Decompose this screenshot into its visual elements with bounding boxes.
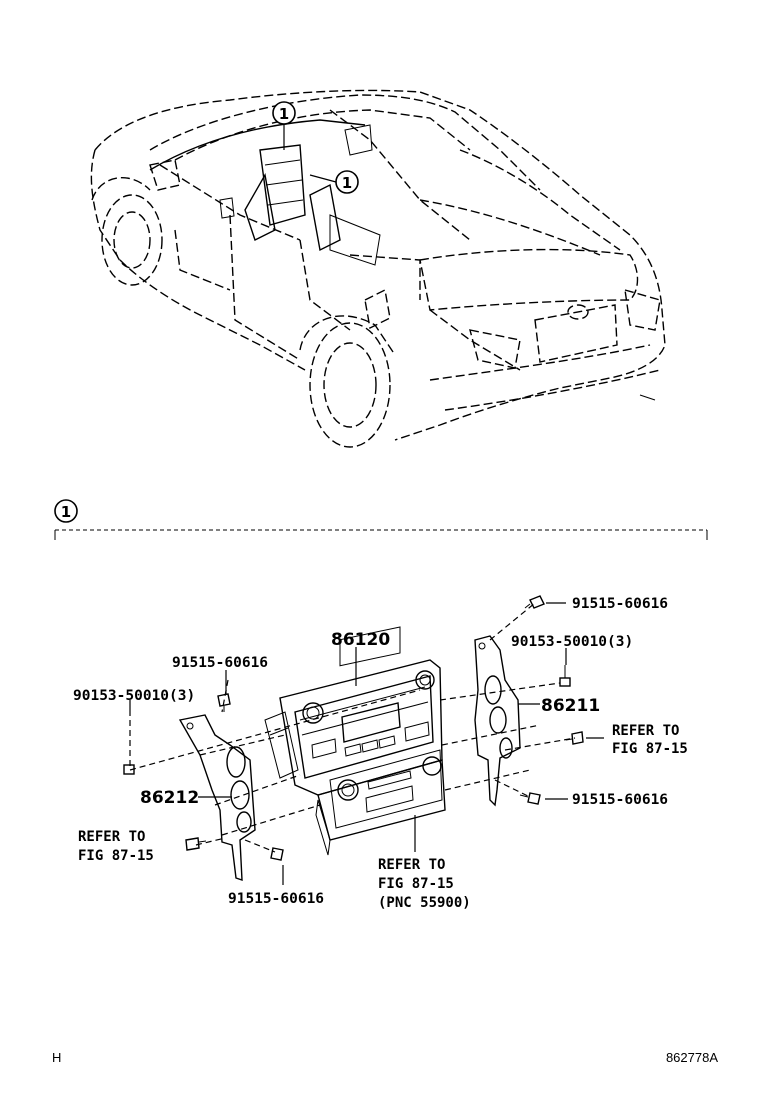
label-leaders [129, 602, 604, 885]
screw-icon [270, 847, 284, 861]
section-callout-number: 1 [61, 503, 71, 521]
callout-leaders-car [283, 125, 337, 183]
right-bracket [474, 635, 521, 807]
screw-icon [519, 792, 541, 805]
refer-note-line: REFER TO [378, 857, 445, 873]
refer-note-line: FIG 87-15 [612, 741, 688, 757]
callout-marker-top: 1 [272, 101, 296, 125]
lower-climate-panel [315, 749, 446, 856]
part-number-86211: 86211 [541, 696, 600, 716]
callout-number: 1 [279, 105, 289, 123]
part-number-screw-top-left: 91515-60616 [172, 655, 268, 671]
screw-icon [524, 595, 545, 609]
part-number-screw-right-lower: 91515-60616 [572, 792, 668, 808]
clip-icon [123, 764, 135, 775]
part-number-86212: 86212 [140, 788, 199, 808]
refer-note-line: FIG 87-15 [78, 848, 154, 864]
screw-icon [217, 693, 231, 712]
refer-note-line: FIG 87-15 [378, 876, 454, 892]
center-cluster-bezel [264, 626, 443, 796]
part-number-clip-left: 90153-50010(3) [73, 688, 195, 704]
fasteners [123, 595, 584, 861]
refer-note-line: (PNC 55900) [378, 895, 471, 911]
callout-marker-mid: 1 [335, 170, 359, 194]
callout-number: 1 [342, 174, 352, 192]
refer-note-line: REFER TO [612, 723, 679, 739]
refer-note-bottom: REFER TO FIG 87-15 (PNC 55900) [378, 857, 471, 911]
part-number-86120: 86120 [331, 630, 390, 650]
refer-note-right: REFER TO FIG 87-15 [612, 723, 688, 757]
part-number-screw-bottom-left: 91515-60616 [228, 891, 324, 907]
screw-icon [565, 731, 584, 745]
part-number-screw-top-right: 91515-60616 [572, 596, 668, 612]
refer-note-line: REFER TO [78, 829, 145, 845]
footer-figure-id: 862778A [666, 1050, 718, 1065]
refer-note-left: REFER TO FIG 87-15 [78, 829, 154, 864]
part-number-clip-top-right: 90153-50010(3) [511, 634, 633, 650]
section-header: 1 [54, 499, 708, 540]
part-labels: 86120 86211 86212 91515-60616 90153-5001… [73, 596, 668, 907]
clip-icon [559, 665, 571, 687]
footer-page-code: H [52, 1050, 61, 1065]
car-illustration [90, 89, 666, 448]
screw-icon [185, 837, 207, 851]
alignment-lines [129, 602, 576, 853]
